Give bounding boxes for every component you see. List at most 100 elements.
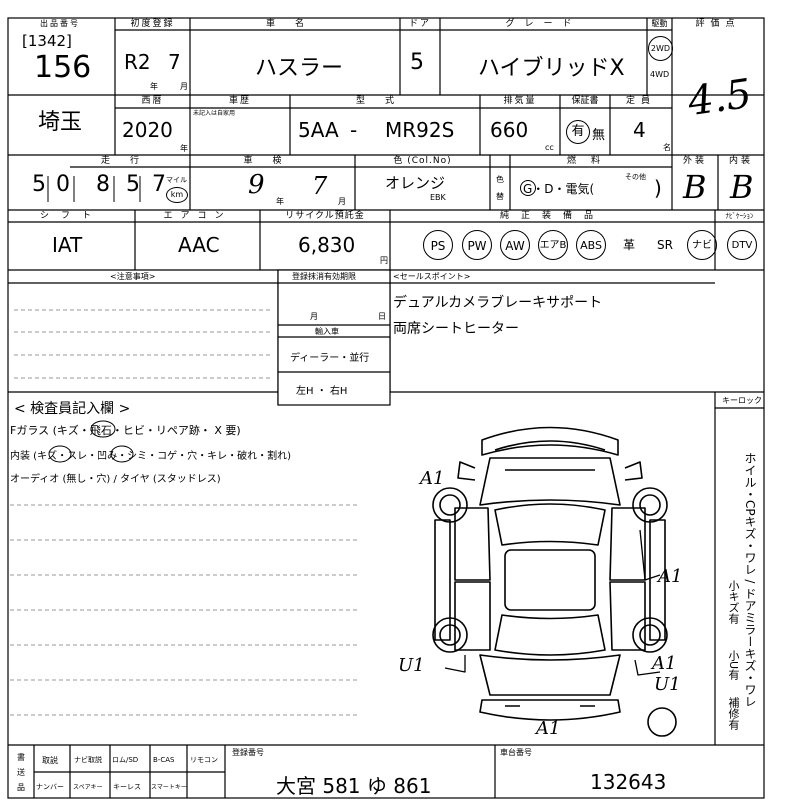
inspection-note: 未記入は自家用 <box>193 110 236 117</box>
exterior: B <box>683 168 707 206</box>
sales-point-1: デュアルカメラブレーキサポート <box>393 295 603 311</box>
mileage-digit: 0 <box>56 172 70 197</box>
score: 4.5 <box>685 70 755 126</box>
color: オレンジ <box>385 174 446 192</box>
displacement-unit: cc <box>545 143 554 152</box>
sales-label: <セールスポイント> <box>393 272 471 281</box>
model-name: ハスラー <box>255 56 344 81</box>
import-label: 輸入車 <box>315 327 339 336</box>
side-note-3: 小U有 <box>727 650 740 681</box>
mileage-digit: 5 <box>32 172 46 197</box>
mark-right-side: A1 <box>658 566 683 587</box>
inspect-year: 9 <box>248 170 265 200</box>
equipment-label: 純正装備品 <box>499 211 605 221</box>
inspector-line-1: Fガラス (キズ・飛石・ヒビ・リペア跡・ X 要) <box>10 424 241 437</box>
grade: ハイブリッドX <box>478 56 625 81</box>
mark-rear: A1 <box>536 718 561 739</box>
steering: 左H ・ 右H <box>296 386 348 397</box>
chassis: 132643 <box>590 770 667 794</box>
type-prefix: 5AA <box>298 118 339 142</box>
doc-manual: 取説 <box>42 756 58 765</box>
inspector-circles <box>48 420 134 463</box>
equip-navi: ナビ <box>687 230 717 260</box>
equip-dtv: DTV <box>727 230 757 260</box>
interior: B <box>730 168 754 206</box>
doc-spare-key: スペアキー <box>73 784 103 791</box>
capacity: 4 <box>633 118 646 142</box>
navi-label: ﾅﾋﾞｹｰｼｮﾝ <box>725 212 754 220</box>
caution-label: <注意事項> <box>110 272 156 281</box>
reg-month: 月 <box>310 312 318 321</box>
type-code: MR92S <box>385 118 455 142</box>
doors-label: ドア <box>408 19 431 29</box>
type-label: 型式 <box>355 96 414 106</box>
equip-ps: PS <box>423 230 453 260</box>
side-note-4: 補修有 <box>727 697 740 730</box>
exterior-label: 外装 <box>682 156 707 166</box>
drive-label: 駆動 <box>651 19 668 28</box>
equip-airbag: エアB <box>538 230 568 260</box>
doors: 5 <box>410 50 424 75</box>
warranty-no: 無 <box>592 128 606 143</box>
mark-rear-left: U1 <box>398 655 425 676</box>
lot-code: [1342] <box>22 32 72 50</box>
lot-label: 出品番号 <box>40 19 80 28</box>
color-label: 色 (Col.No) <box>393 156 452 166</box>
displacement: 660 <box>490 118 529 142</box>
mark-rear-right-1: A1 <box>652 653 677 674</box>
mileage-unit-km: km <box>166 187 188 203</box>
car-diagram <box>432 426 677 737</box>
equip-pw: PW <box>462 230 492 260</box>
side-note-2: 小キズ有 <box>727 580 740 624</box>
reg-no-label: 登録番号 <box>232 748 264 757</box>
mileage-unit-mile: マイル <box>166 176 187 184</box>
ac-label: エアコン <box>163 211 232 221</box>
side-note-1: ホイル・CPキズ・ワレ / ドアミラーキズ・ワレ <box>743 452 757 708</box>
docs-label-3: 品 <box>17 783 25 792</box>
recycle-unit: 円 <box>380 256 388 265</box>
score-label: 評価点 <box>695 19 741 29</box>
doc-plate: ナンバー <box>36 783 64 791</box>
doc-bcas: B-CAS <box>153 756 175 764</box>
equip-aw: AW <box>500 230 530 260</box>
displacement-label: 排気量 <box>503 96 537 106</box>
mark-rear-right-2: U1 <box>654 674 681 695</box>
fuel-other: その他 <box>625 173 646 181</box>
fuel-label: 燃料 <box>566 156 615 166</box>
doc-rom-sd: ロム/SD <box>112 756 139 764</box>
inspect-year-suffix: 年 <box>276 197 284 206</box>
interior-label: 内装 <box>728 156 753 166</box>
mark-front-left: A1 <box>420 468 445 489</box>
type-dash: - <box>350 118 358 142</box>
capacity-unit: 名 <box>663 143 671 152</box>
model-year-suffix: 年 <box>180 144 188 153</box>
equip-leather: 革 <box>622 238 635 252</box>
grade-label: グレード <box>505 19 582 29</box>
inspect-month-suffix: 月 <box>338 197 346 206</box>
model-name-label: 車名 <box>265 19 324 29</box>
fuel-text: G・D・電気( <box>523 182 595 196</box>
doc-navi-manual: ナビ取説 <box>74 756 102 764</box>
import-dealer: ディーラー・並行 <box>290 353 370 364</box>
shift-label: シフト <box>39 211 103 221</box>
inspect-month: 7 <box>312 172 328 200</box>
inspector-title: < 検査員記入欄 > <box>14 401 131 417</box>
mileage-digit: 8 <box>96 172 110 197</box>
fuel-gas-circle <box>520 180 536 196</box>
model-year-label: 西暦 <box>141 96 164 106</box>
recycle: 6,830 <box>298 233 356 257</box>
mileage-dividers <box>47 176 141 202</box>
shift: IAT <box>52 233 83 257</box>
chassis-label: 車台番号 <box>500 748 532 757</box>
equip-abs: ABS <box>576 230 606 260</box>
doc-remote: リモコン <box>190 756 218 764</box>
first-reg-era: R2 <box>124 50 151 74</box>
key-lock-label: キーロック <box>722 396 762 405</box>
mileage-digit: 5 <box>126 172 140 197</box>
first-reg-month: 7 <box>168 50 181 74</box>
first-reg-label: 初度登録 <box>130 19 175 29</box>
reg-expiry-label: 登録抹消有効期限 <box>292 272 356 281</box>
docs-label-1: 書 <box>17 753 25 762</box>
month-suffix: 月 <box>180 82 188 91</box>
